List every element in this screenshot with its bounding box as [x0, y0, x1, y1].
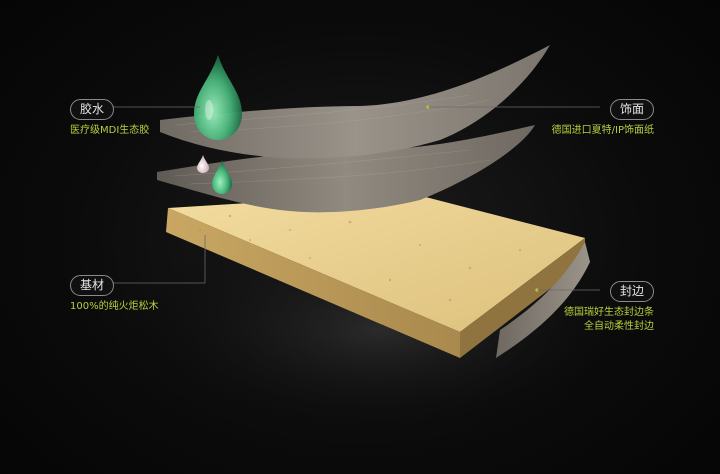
callout-edge-desc-1: 德国瑞好生态封边条	[564, 307, 654, 318]
upper-veneer-sheet	[160, 45, 550, 159]
callout-veneer: 饰面 德国进口夏特/IP饰面纸	[530, 98, 654, 137]
substrate-board	[166, 193, 585, 358]
glue-droplet-small	[212, 160, 232, 194]
callout-edge-desc-2: 全自动柔性封边	[584, 321, 654, 332]
callout-glue-title: 胶水	[70, 99, 115, 120]
callout-edge: 封边 德国瑞好生态封边条 全自动柔性封边	[540, 280, 654, 333]
callout-substrate-title: 基材	[70, 275, 115, 296]
callout-glue-desc: 医疗级MDI生态胶	[70, 125, 150, 136]
glue-droplet-tiny	[197, 155, 209, 173]
glue-droplet-large	[194, 55, 242, 140]
callout-glue: 胶水 医疗级MDI生态胶	[70, 98, 149, 137]
edge-band-strip	[496, 242, 590, 358]
callout-substrate: 基材 100%的纯火炬松木	[70, 274, 159, 313]
callout-veneer-desc: 德国进口夏特/IP饰面纸	[551, 125, 654, 136]
callout-substrate-desc: 100%的纯火炬松木	[70, 301, 159, 312]
callout-edge-title: 封边	[609, 281, 654, 302]
callout-veneer-title: 饰面	[609, 99, 654, 120]
lower-veneer-sheet	[157, 125, 535, 213]
